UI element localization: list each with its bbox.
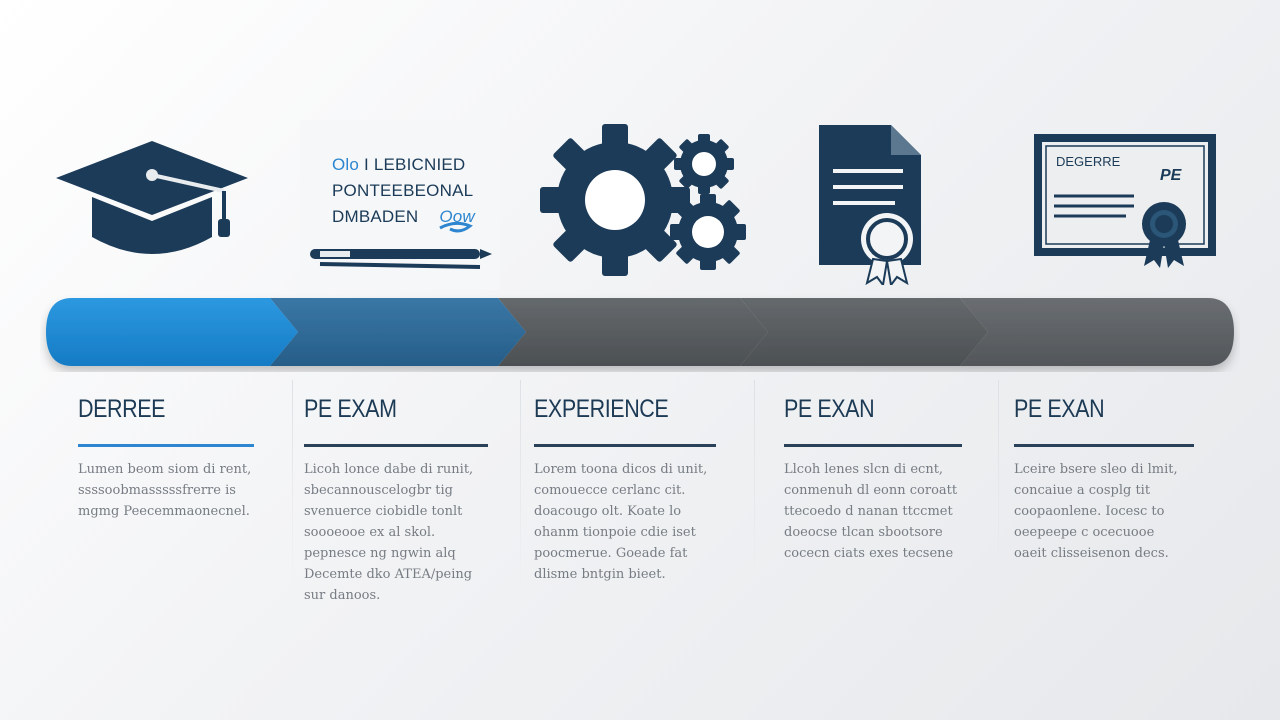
description-line: Lumen beom siom di rent, <box>78 462 252 477</box>
description-line: sbecannouscelogbr tig <box>304 483 453 498</box>
step-title: PE EXAN <box>1014 395 1105 423</box>
description-line: Llcoh lenes slcn di ecnt, <box>784 462 944 477</box>
column-divider <box>520 380 521 590</box>
description-line: ssssoobmasssssfrerre is <box>78 483 236 498</box>
step-pe-exam: PE EXAN Llcoh lenes slcn di ecnt, conmen… <box>784 388 962 564</box>
diploma-line-3: DMBADEN Oow <box>332 206 475 228</box>
chevron-step-2 <box>270 298 526 366</box>
step-degree: DERREE Lumen beom siom di rent, ssssoobm… <box>78 388 254 522</box>
step-description: Lceire bsere sleo di lmit, concaiue a co… <box>1014 459 1194 564</box>
column-divider <box>998 380 999 590</box>
pe-exam-icon-slot <box>800 110 940 290</box>
description-line: Lceire bsere sleo di lmit, <box>1014 462 1178 477</box>
description-line: conmenuh dl eonn coroatt <box>784 483 958 498</box>
diploma-line-1a: Olo <box>332 155 360 174</box>
step-underline <box>784 444 962 447</box>
certificate-icon-slot: DEGERRE PE <box>1030 110 1220 290</box>
description-line: sur danoos. <box>304 588 381 603</box>
description-line: concaiue a cosplg tit <box>1014 483 1151 498</box>
description-line: coopaonlene. Iocesc to <box>1014 504 1165 519</box>
description-line: Lorem toona dicos di unit, <box>534 462 708 477</box>
chevron-step-1 <box>46 298 298 366</box>
description-line: soooeooe ex al skol. <box>304 525 436 540</box>
step-fe-exam: PE EXAM Licoh lonce dabe di runit, sbeca… <box>304 388 488 606</box>
diploma-line-1: Olo I LEBICNIED <box>332 154 465 176</box>
description-line: dlisme bntgin bieet. <box>534 567 666 582</box>
column-divider <box>754 380 755 590</box>
chevron-step-3 <box>498 298 768 366</box>
description-line: ohanm tionpoie cdie iset <box>534 525 696 540</box>
certificate-seal-text: PE <box>1160 167 1183 184</box>
column-divider <box>292 380 293 590</box>
step-underline <box>304 444 488 447</box>
step-title: EXPERIENCE <box>534 395 669 423</box>
document-seal-icon <box>819 125 921 285</box>
step-underline <box>1014 444 1194 447</box>
step-description: Lorem toona dicos di unit, comouecce cer… <box>534 459 716 585</box>
step-title: PE EXAM <box>304 395 397 423</box>
description-line: comouecce cerlanc cit. <box>534 483 686 498</box>
diploma-line-1b: I LEBICNIED <box>364 155 466 174</box>
chevron-step-5 <box>960 298 1234 366</box>
description-line: svenuerce ciobidle tonlt <box>304 504 463 519</box>
step-underline <box>78 444 254 447</box>
diploma-signature: Oow <box>439 207 475 226</box>
description-line: Licoh lonce dabe di runit, <box>304 462 474 477</box>
step-experience: EXPERIENCE Lorem toona dicos di unit, co… <box>534 388 716 585</box>
description-line: poocmerue. Goeade fat <box>534 546 688 561</box>
description-line: oeepeepe c ocecuooe <box>1014 525 1155 540</box>
step-license: PE EXAN Lceire bsere sleo di lmit, conca… <box>1014 388 1194 564</box>
step-title: PE EXAN <box>784 395 875 423</box>
step-title: DERREE <box>78 395 166 423</box>
description-line: cocecn ciats exes tecsene <box>784 546 954 561</box>
step-description: Lumen beom siom di rent, ssssoobmasssssf… <box>78 459 254 522</box>
degree-icon-slot <box>52 110 252 290</box>
description-line: doacougo olt. Koate lo <box>534 504 682 519</box>
graduation-cap-icon <box>56 141 248 254</box>
diploma-line-2: PONTEEBEONAL <box>332 181 474 200</box>
description-line: ttecoedo d nanan ttccmet <box>784 504 953 519</box>
description-line: oaeit clisseisenon decs. <box>1014 546 1169 561</box>
step-description: Llcoh lenes slcn di ecnt, conmenuh dl eo… <box>784 459 962 564</box>
description-line: Decemte dko ATEA/peing <box>304 567 473 582</box>
diploma-pen-icon <box>300 120 500 290</box>
step-description: Licoh lonce dabe di runit, sbecannouscel… <box>304 459 488 606</box>
step-underline <box>534 444 716 447</box>
description-line: pepnesce ng ngwin alq <box>304 546 456 561</box>
certificate-icon: DEGERRE PE <box>1034 134 1216 268</box>
certificate-title: DEGERRE <box>1056 154 1121 169</box>
description-line: mgmg Peecemmaonecnel. <box>78 504 250 519</box>
chevron-step-4 <box>740 298 988 366</box>
diploma-line-3-text: DMBADEN <box>332 207 419 226</box>
diploma-icon-slot: Olo I LEBICNIED PONTEEBEONAL DMBADEN Oow <box>300 110 500 290</box>
experience-icon-slot <box>540 110 750 290</box>
description-line: doeocse tlcan sbootsore <box>784 525 943 540</box>
gears-icon <box>540 124 746 276</box>
timeline-arrow-band <box>46 298 1234 366</box>
